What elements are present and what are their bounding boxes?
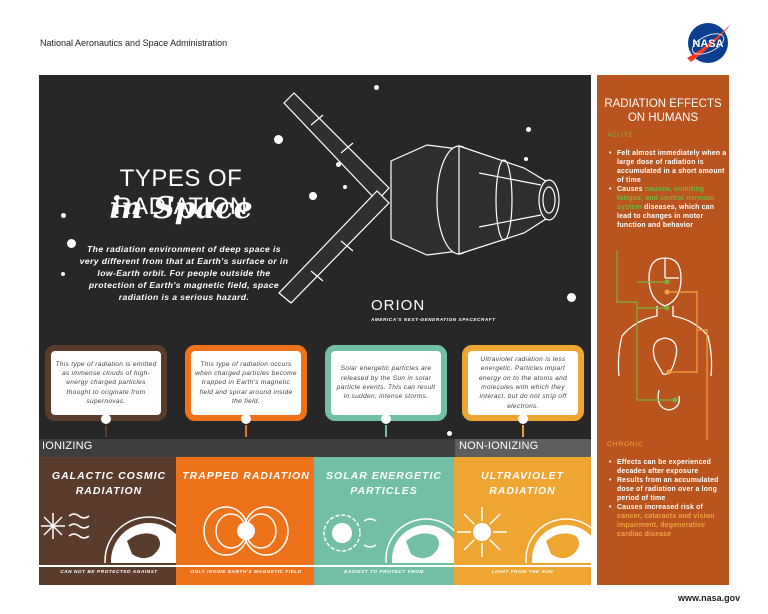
cosmic-ray-earth-icon (41, 513, 179, 563)
sep-description-bubble: Solar energetic particles are released b… (325, 345, 447, 424)
star-decoration (61, 213, 66, 218)
sep-footer: EASIEST TO PROTECT FROM (344, 570, 424, 575)
non-ionizing-band (455, 439, 591, 457)
chronic-item: Causes increased risk of cancer, catarac… (609, 503, 727, 539)
connector-line (245, 425, 247, 437)
divider (454, 565, 591, 567)
uv-description-bubble: Ultraviolet radiation is less energetic.… (462, 345, 584, 424)
uv-footer: LIGHT FROM THE SUN (491, 570, 554, 575)
intro-text: The radiation environment of deep space … (79, 244, 289, 302)
page-title: TYPES OF RADIATION (114, 165, 248, 220)
acute-heading: ACUTE (607, 132, 634, 139)
orion-spacecraft-icon (278, 92, 560, 304)
star-decoration (309, 192, 317, 200)
star-decoration (526, 127, 531, 132)
star-decoration (447, 431, 452, 436)
star-decoration (374, 85, 379, 90)
gcr-description-bubble: This type of radiation is emitted as imm… (45, 345, 167, 424)
connector-line (105, 425, 107, 437)
divider (314, 565, 454, 567)
non-ionizing-label: NON-IONIZING (459, 440, 539, 452)
spacecraft-tagline: AMERICA'S NEXT-GENERATION SPACECRAFT (371, 317, 496, 322)
human-body-icon (616, 250, 713, 440)
nasa-website-link[interactable]: www.nasa.gov (678, 593, 741, 603)
star-decoration (61, 272, 65, 276)
agency-name: National Aeronautics and Space Administr… (40, 38, 228, 48)
effects-title: RADIATION EFFECTS ON HUMANS (604, 98, 722, 124)
acute-list: Felt almost immediately when a large dos… (609, 149, 727, 230)
effects-panel: RADIATION EFFECTS ON HUMANS ACUTE Felt a… (597, 75, 729, 585)
gcr-footer: CAN NOT BE PROTECTED AGAINST (60, 570, 158, 575)
sun-earth-icon (457, 507, 591, 563)
sep-card: SOLAR ENERGETIC PARTICLES EASIEST TO PRO… (314, 457, 454, 585)
gcr-title: GALACTIC COSMIC RADIATION (51, 470, 167, 497)
chronic-risks: cancer, cataracts and vision impairment,… (617, 513, 715, 538)
divider (39, 565, 179, 567)
gcr-card: GALACTIC COSMIC RADIATION CAN NOT BE PRO… (39, 457, 179, 585)
star-decoration (524, 157, 528, 161)
chronic-item: Effects can be experienced decades after… (609, 458, 727, 476)
nasa-logo-icon: NASA (687, 23, 731, 63)
acute-symptoms: nausea, vomiting fatigue, and central ne… (617, 186, 715, 211)
connector-line (522, 425, 524, 437)
svg-text:NASA: NASA (692, 38, 723, 50)
magnetic-field-icon (203, 506, 289, 556)
radiation-types-panel: TYPES OF RADIATION in Space The radiatio… (39, 75, 591, 585)
connector-line (385, 425, 387, 437)
trapped-description-bubble: This type of radiation occurs when charg… (185, 345, 307, 424)
uv-card: ULTRAVIOLET RADIATION LIGHT FROM THE SUN (454, 457, 591, 585)
trapped-card: TRAPPED RADIATION ONLY INSIDE EARTH'S MA… (176, 457, 316, 585)
ionizing-band (39, 439, 591, 457)
chronic-item: Results from an accumulated dose of radi… (609, 476, 727, 503)
chronic-list: Effects can be experienced decades after… (609, 458, 727, 539)
star-decoration (336, 162, 341, 167)
sep-title: SOLAR ENERGETIC PARTICLES (326, 470, 442, 497)
uv-title: ULTRAVIOLET RADIATION (481, 470, 564, 497)
star-decoration (274, 135, 283, 144)
divider (176, 565, 316, 567)
star-decoration (343, 185, 347, 189)
acute-item: Causes nausea, vomiting fatigue, and cen… (609, 185, 727, 230)
page-subtitle: in Space (109, 191, 253, 226)
acute-item: Felt almost immediately when a large dos… (609, 149, 727, 185)
star-decoration (67, 239, 76, 248)
star-decoration (567, 293, 576, 302)
solar-flare-earth-icon (323, 514, 454, 563)
trapped-title: TRAPPED RADIATION (182, 470, 310, 482)
ionizing-label: IONIZING (42, 440, 93, 452)
spacecraft-name: ORION (371, 297, 426, 314)
chronic-heading: CHRONIC (607, 441, 644, 448)
trapped-footer: ONLY INSIDE EARTH'S MAGNETIC FIELD (190, 570, 302, 575)
